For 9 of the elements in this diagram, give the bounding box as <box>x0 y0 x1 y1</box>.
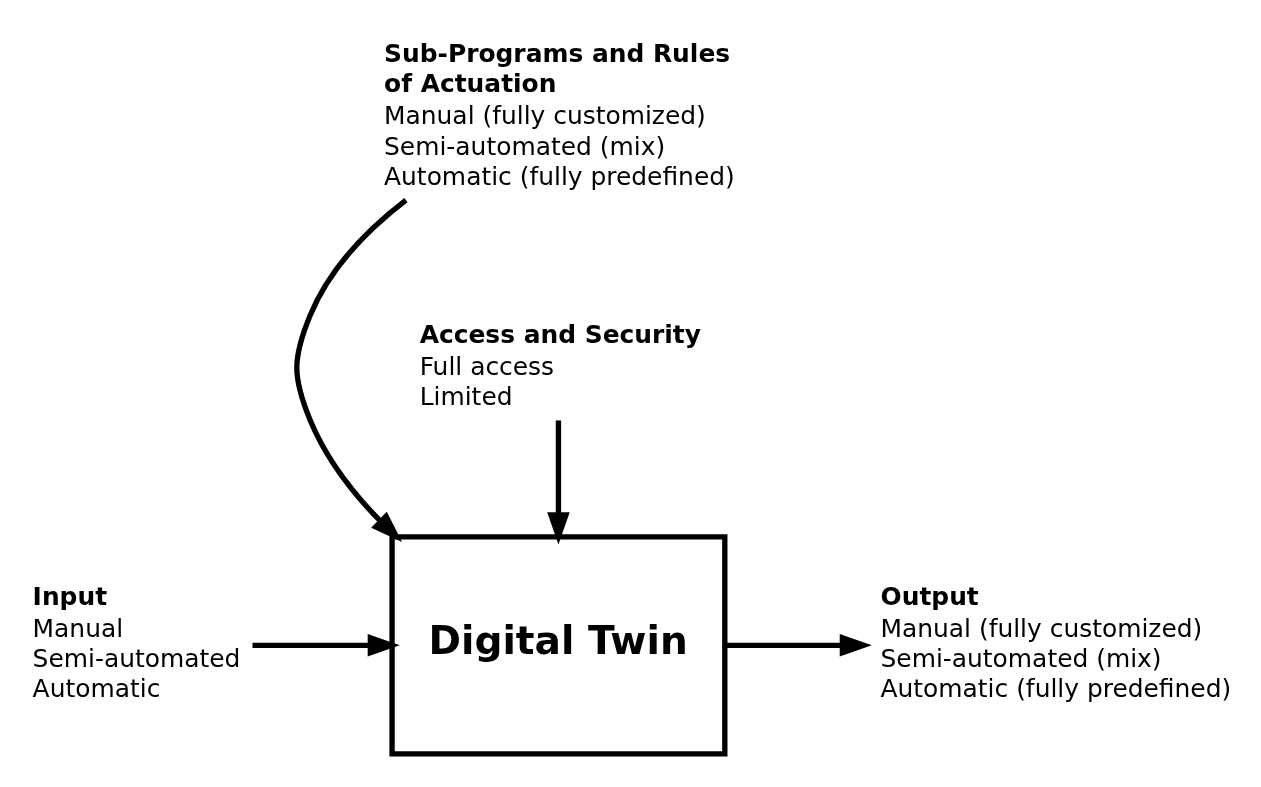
node-box: Digital Twin <box>389 533 728 757</box>
node-text: Sub-Programs and Rules of Actuation Manual (fully customized) Semi-automated (mix) Automatic (fully predefined) <box>384 38 735 191</box>
node-text: Access and Security Full access Limited <box>419 319 701 411</box>
arrow <box>725 633 872 657</box>
arrow <box>252 633 400 657</box>
arrow <box>294 197 408 542</box>
arrow <box>547 419 570 544</box>
node-text: Input Manual Semi-automated Automatic <box>32 581 241 703</box>
node-text: Output Manual (fully customized) Semi-automated (mix) Automatic (fully predefined) <box>880 581 1232 703</box>
